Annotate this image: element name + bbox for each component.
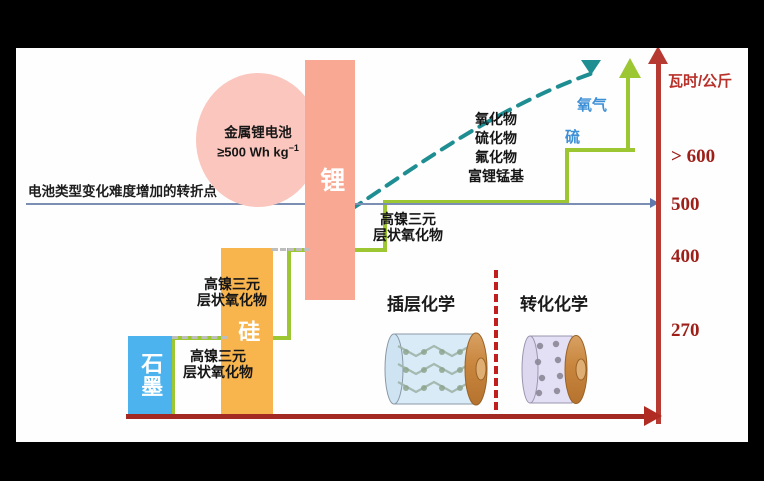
trend-dashed-curve [348,70,598,212]
upper-material-3: 富锂锰基 [468,167,524,184]
blue-material-oxygen: 氧气 [577,97,608,114]
green-path-arrowhead-icon [619,58,641,78]
anode-bar-lithium: 锂 [305,60,355,300]
x-axis-arrowhead-icon [644,406,662,426]
y-axis-line [656,60,661,424]
upper-material-1: 硫化物 [475,129,517,146]
upper-materials-list: 氧化物 硫化物 氟化物 富锂锰基 [468,110,524,186]
cathode-label-step2-line1: 高镍三元 [204,276,260,292]
chemistry-zone-title-conversion: 转化化学 [520,295,588,314]
silicon-dashed-cap [272,248,310,251]
y-axis-tick-600: > 600 [671,146,716,167]
metal-lithium-title: 金属锂电池 [224,124,292,140]
upper-material-0: 氧化物 [475,111,517,127]
green-path-seg-v5 [626,76,630,152]
upper-material-2: 氟化物 [475,148,517,165]
cathode-label-step3: 高镍三元 层状氧化物 [373,211,443,243]
blue-material-sulfur: 硫 [565,129,581,146]
metal-lithium-callout: 金属锂电池 ≥500 Wh kg−1 [196,73,320,207]
y-axis-tick-400: 400 [671,246,700,267]
anode-bar-graphite: 石墨 [128,336,172,414]
anode-bar-graphite-label: 石墨 [138,352,164,398]
cathode-label-step3-line2: 层状氧化物 [373,227,443,244]
x-axis-line [126,414,651,419]
green-path-seg-h3 [383,200,569,204]
chemistry-zone-divider [494,270,498,410]
cathode-label-step2: 高镍三元 层状氧化物 [197,276,267,308]
green-path-seg-v3 [383,200,387,252]
diagram-canvas: 电池类型变化难度增加的转折点 金属锂电池 ≥500 Wh kg−1 锂 硅 石墨… [16,48,748,442]
intercalation-cylinder-icon [384,332,488,406]
y-axis-tick-500: 500 [671,194,700,215]
anode-bar-silicon: 硅 [221,248,273,414]
metal-lithium-callout-ellipse [196,73,320,207]
cathode-label-step3-line1: 高镍三元 [380,211,436,227]
threshold-arrowhead-icon [650,198,659,208]
cathode-label-step1-line2: 层状氧化物 [183,364,253,381]
threshold-label: 电池类型变化难度增加的转折点 [28,184,217,199]
green-path-seg-v2 [287,248,291,340]
green-path-seg-v4 [565,148,569,204]
y-axis-title: 瓦时/公斤 [668,73,733,90]
trend-arrowhead-icon [581,60,601,75]
cathode-label-step2-line2: 层状氧化物 [197,292,267,309]
metal-lithium-subtitle-exponent: −1 [288,142,299,153]
cathode-label-step1-line1: 高镍三元 [190,348,246,364]
green-path-seg-v1 [171,336,175,414]
y-axis-arrowhead-icon [648,48,668,64]
graphite-dashed-cap [172,336,227,339]
anode-bar-silicon-label: 硅 [235,319,261,343]
green-path-seg-h4 [565,148,635,152]
y-axis-tick-270: 270 [671,320,700,341]
metal-lithium-subtitle-value: ≥500 Wh kg [217,144,289,160]
chemistry-zone-title-intercalation: 插层化学 [387,295,455,314]
metal-lithium-subtitle: ≥500 Wh kg−1 [217,143,299,159]
cathode-label-step1: 高镍三元 层状氧化物 [183,348,253,380]
anode-bar-lithium-label: 锂 [316,167,345,193]
conversion-cylinder-icon [521,335,588,404]
